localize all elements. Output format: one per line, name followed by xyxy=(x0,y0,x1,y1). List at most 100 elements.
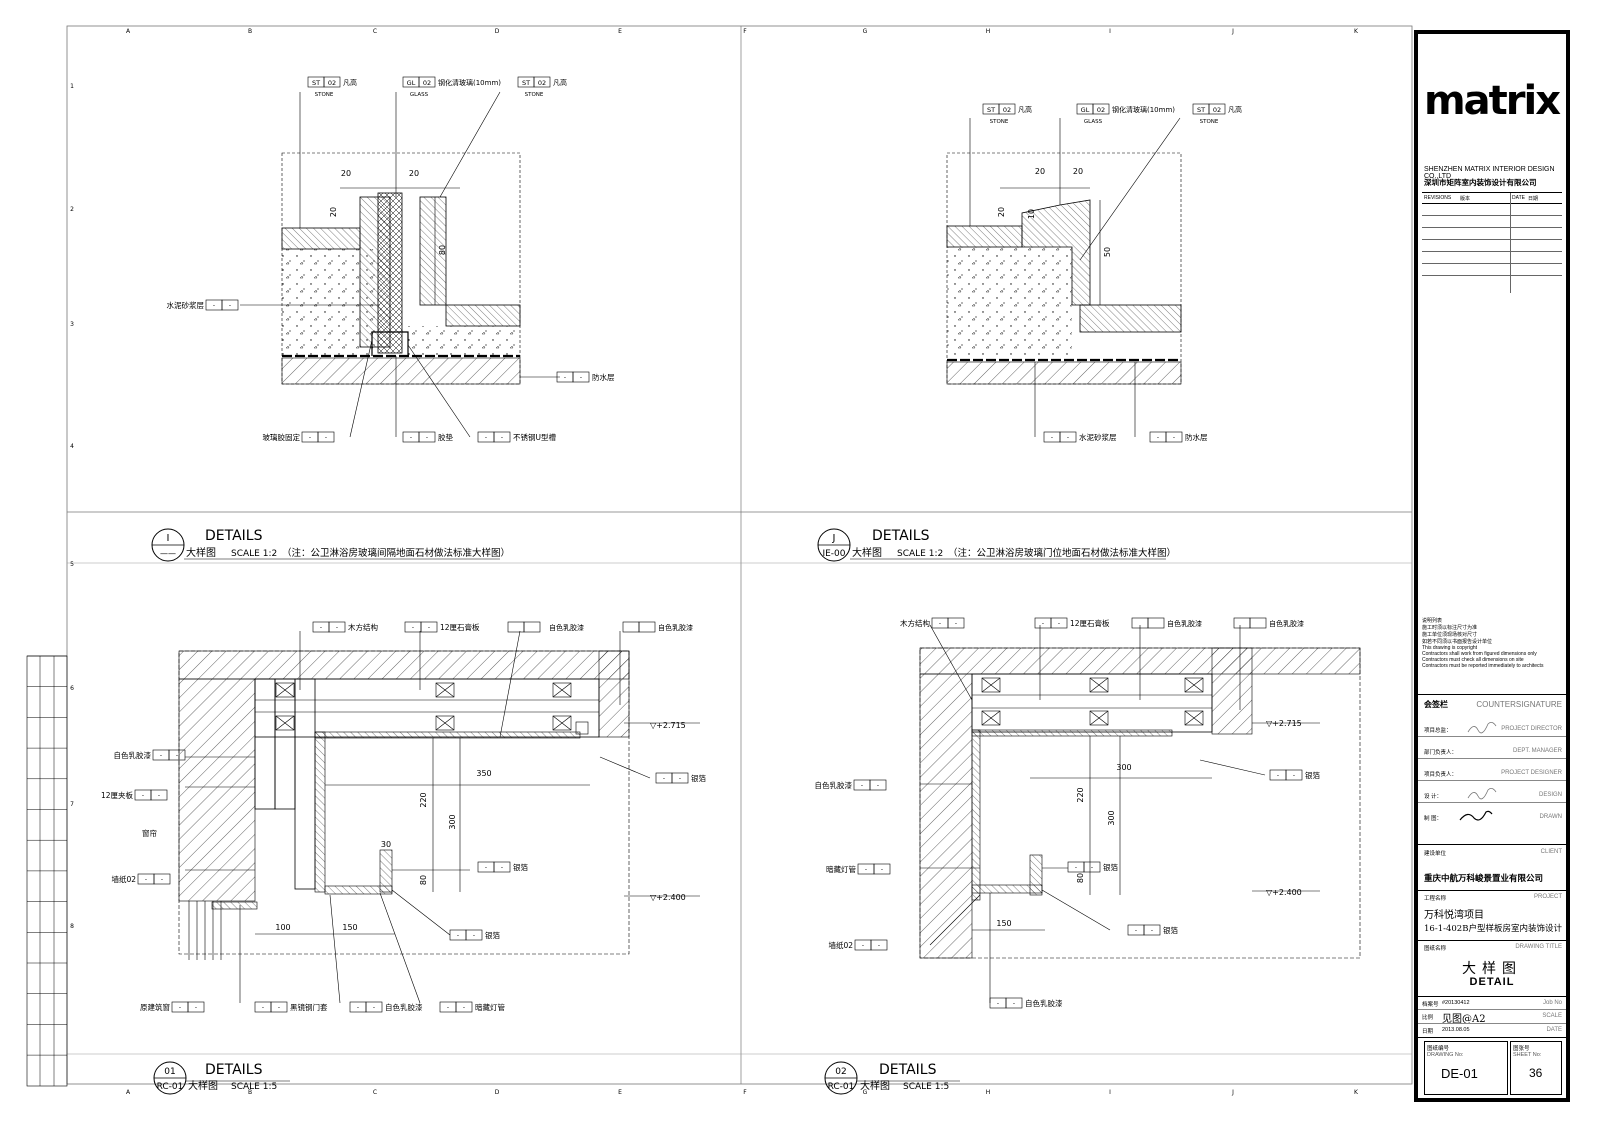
tag-box xyxy=(638,621,656,633)
tag-code: ST xyxy=(1197,106,1205,114)
tag-box xyxy=(1050,617,1068,629)
tag-dash: - xyxy=(1173,434,1175,441)
callout-label: 墙纸02 xyxy=(828,940,853,950)
drawing-number: DE-01 xyxy=(1441,1066,1478,1081)
tag-dash: - xyxy=(580,374,582,381)
project-label-en: PROJECT xyxy=(1533,894,1562,900)
dim-text: 80 xyxy=(1076,873,1085,883)
tag-dash: - xyxy=(1051,434,1053,441)
grid-number: 6 xyxy=(70,685,74,692)
tag-box xyxy=(1005,997,1023,1009)
callout-label: 银箔 xyxy=(1103,862,1119,872)
dim-text: 50 xyxy=(1103,247,1112,257)
tag-dash: - xyxy=(176,752,178,759)
detail-subtitle: 大样图 xyxy=(188,1079,218,1092)
tag-box xyxy=(1083,861,1101,873)
callout-label: 窗帘 xyxy=(142,828,157,838)
tag-dash: - xyxy=(679,775,681,782)
tag-box xyxy=(317,431,335,443)
dim-text: 300 xyxy=(1107,810,1116,825)
dim-text: 220 xyxy=(1076,787,1085,802)
grid-number: 2 xyxy=(70,206,74,213)
tag-dash: - xyxy=(473,932,475,939)
grid-letter: F xyxy=(743,1089,747,1096)
tag-dash: - xyxy=(1075,864,1077,871)
tag-dash: - xyxy=(229,302,231,309)
callout-label: 自色乳胶漆 xyxy=(1269,619,1304,628)
callout-label: 银箔 xyxy=(513,862,528,872)
grid-letter: B xyxy=(248,1089,252,1096)
grid-letter: G xyxy=(863,1089,868,1096)
grid-letter: D xyxy=(495,28,500,35)
tag-box xyxy=(365,1001,383,1013)
callout-label: 胶垫 xyxy=(438,432,453,442)
grid-letter: C xyxy=(373,1089,377,1096)
grid-letter: K xyxy=(1354,28,1359,35)
callout-label: 银箔 xyxy=(691,773,706,783)
tag-dash: - xyxy=(939,620,941,627)
tag-number: 02 xyxy=(1213,106,1221,114)
grid-letter: K xyxy=(1354,1089,1359,1096)
tag-box xyxy=(1208,103,1226,115)
callout-label: 木方结构 xyxy=(348,622,378,632)
tag-dash: - xyxy=(213,302,215,309)
tag-box xyxy=(465,929,483,941)
tag-dash: - xyxy=(881,866,883,873)
tag-dash: - xyxy=(564,374,566,381)
drawing-number-box: 图纸编号 DRAWING No: DE-01 xyxy=(1424,1041,1508,1095)
scale-value: 见图@A2 xyxy=(1442,1014,1486,1025)
callout-label: 银箔 xyxy=(1305,770,1321,780)
tag-dash: - xyxy=(145,876,147,883)
tag-dash: - xyxy=(1058,620,1060,627)
detail-title-02: 02 RC-01 DETAILS 大样图 SCALE 1:5 xyxy=(824,1061,960,1095)
tag-box xyxy=(1165,431,1183,443)
grid-letter: C xyxy=(373,28,377,35)
sheet-number-box: 图张号 SHEET No: 36 xyxy=(1510,1041,1562,1095)
detail-title: DETAILS xyxy=(872,528,930,544)
callout-label: 自色乳胶漆 xyxy=(549,623,584,632)
tag-dash: - xyxy=(485,864,487,871)
tag-box xyxy=(572,371,590,383)
tag-code: ST xyxy=(987,106,995,114)
grid-number: 5 xyxy=(70,561,74,568)
grid-letter: F xyxy=(743,28,747,35)
detail-title: DETAILS xyxy=(879,1062,937,1078)
tag-code: ST xyxy=(312,79,320,87)
grid-letter: A xyxy=(126,28,131,35)
tag-box xyxy=(418,76,436,88)
tag-code: GL xyxy=(407,79,416,87)
issue-date: 2013.08.05 xyxy=(1442,1027,1470,1033)
detail-title-j: J IE-00 DETAILS 大样图 SCALE 1:2 （注：公卫淋浴房玻璃… xyxy=(817,528,1176,562)
callout-label: 玻璃胶固定 xyxy=(263,432,301,442)
notes-block: 说明列表 施工时须以标注尺寸为准 施工单位须现场核对尺寸 如若不同须以书面报告设… xyxy=(1422,618,1544,669)
callout-label: 12厘石膏板 xyxy=(440,622,480,632)
grid-letter: B xyxy=(248,28,252,35)
tag-dash: - xyxy=(663,775,665,782)
bubble-top: 01 xyxy=(164,1067,175,1077)
level-mark: ▽+2.715 xyxy=(1266,719,1302,728)
callout-label: 墙纸02 xyxy=(111,874,136,884)
callout-label: 不锈钢U型槽 xyxy=(513,432,556,442)
tag-sub: GLASS xyxy=(410,92,429,98)
drawing-title-cn: 大样图 xyxy=(1462,960,1522,976)
tag-box xyxy=(150,789,168,801)
detail-scale: SCALE 1:2 xyxy=(897,549,943,559)
tag-box xyxy=(870,939,888,951)
tag-box xyxy=(270,1001,288,1013)
grid-letter: I xyxy=(1109,28,1111,35)
tag-sub: GLASS xyxy=(1084,119,1103,125)
dim-text: 20 xyxy=(409,169,419,178)
detail-title: DETAILS xyxy=(205,528,263,544)
callout-label: 12厘石膏板 xyxy=(1070,618,1110,628)
countersign-label: 会签栏 xyxy=(1424,700,1448,709)
company-name-cn: 深圳市矩阵室内装饰设计有限公司 xyxy=(1424,178,1537,187)
tag-dash: - xyxy=(1135,927,1137,934)
grid-number: 8 xyxy=(70,923,74,930)
signature-scribbles xyxy=(1459,722,1497,821)
tag-box xyxy=(493,861,511,873)
tag-dash: - xyxy=(1013,1000,1015,1007)
tag-box xyxy=(153,873,171,885)
